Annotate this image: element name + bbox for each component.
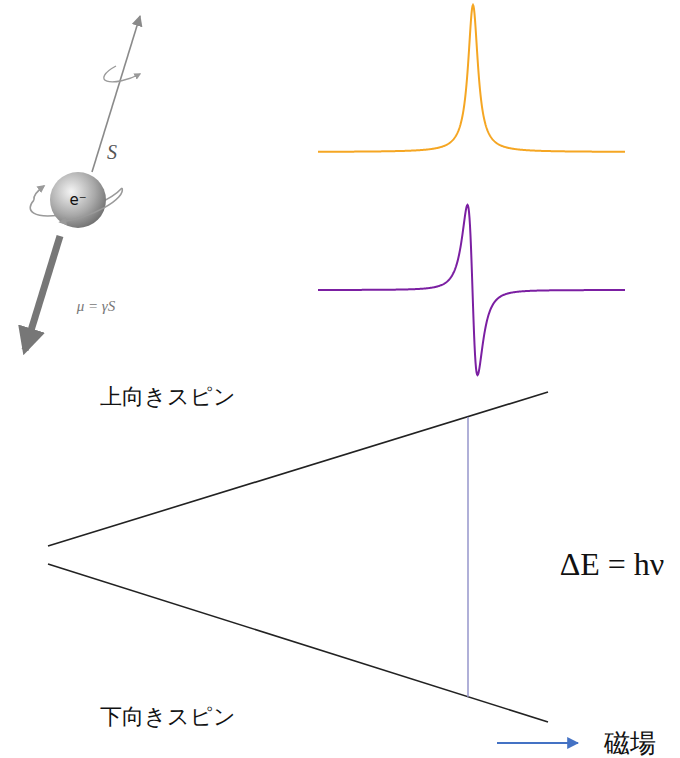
absorption-curve <box>318 5 625 152</box>
moment-label: μ = γS <box>77 298 116 315</box>
energy-formula: ΔE = hν <box>560 547 665 582</box>
level-label: 上向きスピン <box>100 385 236 409</box>
spin-axis <box>92 16 140 172</box>
field-arrow <box>497 742 578 744</box>
moment-arrow <box>25 236 60 350</box>
orbit-arrow <box>34 186 44 200</box>
electron-sphere <box>50 172 106 228</box>
energy-level <box>48 392 548 546</box>
orbit-front <box>60 188 122 222</box>
rotation-arrow <box>104 66 140 82</box>
level-label: 下向きスピン <box>100 705 236 729</box>
electron-label: e⁻ <box>69 192 86 209</box>
electron-figure <box>25 16 140 350</box>
axis-label: 磁場 <box>604 729 656 758</box>
energy-level <box>48 564 548 722</box>
energy-gap <box>467 417 468 697</box>
derivative-curve <box>318 205 625 375</box>
spin-label: S <box>107 141 117 163</box>
